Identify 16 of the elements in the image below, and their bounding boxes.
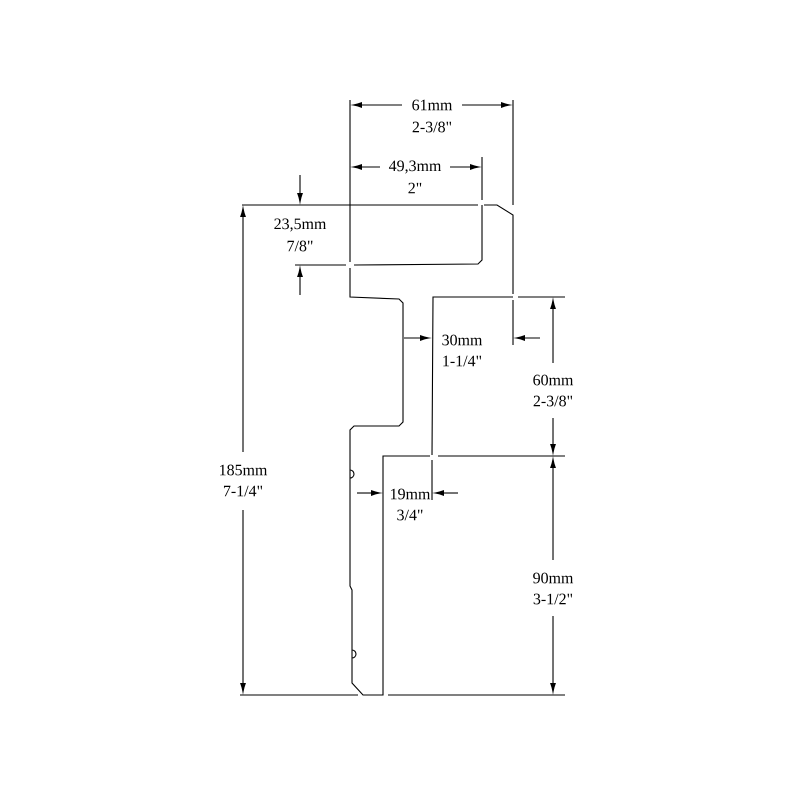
dimension-label: 90mm [533,572,574,584]
dimension-label: 60mm [533,374,574,386]
dimension-label: 23,5mm [274,218,326,232]
dimension-label: 30mm [442,334,482,346]
dimension-label: 3-1/2" [534,594,572,604]
dimension-label: 1-1/4" [443,356,482,366]
dimension-label: 2-3/8" [412,122,452,132]
dimension-label: 2-3/8" [534,396,572,406]
dimension-label: 19mm [391,488,430,500]
dimension-label: 61mm [412,100,452,110]
dimension-label: 185mm [220,464,268,476]
dimension-label: 2" [408,182,422,194]
dimension-label: 7-1/4" [224,486,262,496]
dimension-label: 7/8" [288,240,312,252]
dimension-label: 49,3mm [388,160,442,174]
dimension-label: 3/4" [397,510,422,520]
